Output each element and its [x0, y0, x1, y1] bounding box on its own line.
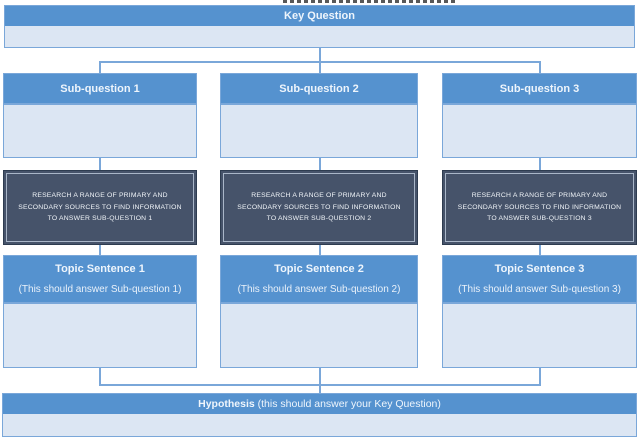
topic-sentence-1-input-area[interactable]: [3, 303, 197, 368]
connector-col2-a: [319, 158, 321, 170]
research-directive-text-3: RESEARCH A RANGE OF PRIMARY AND SECONDAR…: [457, 192, 622, 223]
topic-sentence-2-header: Topic Sentence 2 (This should answer Sub…: [220, 255, 418, 303]
topic-sentence-3-hint: (This should answer Sub-question 3): [458, 284, 621, 295]
connector-keyq-stem: [319, 48, 321, 62]
topic-sentence-1-header: Topic Sentence 1 (This should answer Sub…: [3, 255, 197, 303]
connector-col1-a: [99, 158, 101, 170]
research-directive-box-1: RESEARCH A RANGE OF PRIMARY AND SECONDAR…: [3, 170, 197, 245]
topic-sentence-2-hint: (This should answer Sub-question 2): [237, 284, 401, 295]
connector-col2-b: [319, 245, 321, 255]
topic-sentence-3-header: Topic Sentence 3 (This should answer Sub…: [442, 255, 637, 303]
sub-question-1-input-area[interactable]: [3, 104, 197, 158]
connector-col3-a: [539, 158, 541, 170]
connector-hypothesis-stem: [319, 384, 321, 393]
hypothesis-hint: (this should answer your Key Question): [254, 398, 441, 410]
research-directive-text-1: RESEARCH A RANGE OF PRIMARY AND SECONDAR…: [18, 192, 182, 223]
topic-sentence-3-input-area[interactable]: [442, 303, 637, 368]
connector-col1-b: [99, 245, 101, 255]
connector-bottom-rise-2: [319, 368, 321, 385]
topic-sentence-1-title: Topic Sentence 1: [55, 263, 145, 275]
connector-top-drop-2: [319, 61, 321, 73]
research-directive-text-2: RESEARCH A RANGE OF PRIMARY AND SECONDAR…: [237, 192, 401, 223]
sub-question-2-input-area[interactable]: [220, 104, 418, 158]
key-question-header: Key Question: [5, 6, 634, 26]
clipped-page-title-text: [283, 0, 458, 3]
sub-question-1-header: Sub-question 1: [3, 73, 197, 104]
sub-question-3-header: Sub-question 3: [442, 73, 637, 104]
topic-sentence-2-input-area[interactable]: [220, 303, 418, 368]
topic-sentence-1-hint: (This should answer Sub-question 1): [18, 284, 182, 295]
sub-question-2-header: Sub-question 2: [220, 73, 418, 104]
topic-sentence-3-title: Topic Sentence 3: [494, 263, 585, 275]
sub-question-3-input-area[interactable]: [442, 104, 637, 158]
topic-sentence-2-title: Topic Sentence 2: [274, 263, 364, 275]
hypothesis-input-area[interactable]: [3, 414, 636, 436]
connector-bottom-rise-1: [99, 368, 101, 385]
research-directive-box-3: RESEARCH A RANGE OF PRIMARY AND SECONDAR…: [442, 170, 637, 245]
research-directive-box-2: RESEARCH A RANGE OF PRIMARY AND SECONDAR…: [220, 170, 418, 245]
hypothesis-box: Hypothesis (this should answer your Key …: [2, 393, 637, 437]
connector-top-drop-3: [539, 61, 541, 73]
connector-col3-b: [539, 245, 541, 255]
hypothesis-header: Hypothesis (this should answer your Key …: [3, 394, 636, 414]
connector-top-drop-1: [99, 61, 101, 73]
key-question-input-area[interactable]: [5, 26, 634, 47]
hypothesis-label: Hypothesis: [198, 398, 255, 410]
connector-bottom-rise-3: [539, 368, 541, 385]
key-question-box: Key Question: [4, 5, 635, 48]
